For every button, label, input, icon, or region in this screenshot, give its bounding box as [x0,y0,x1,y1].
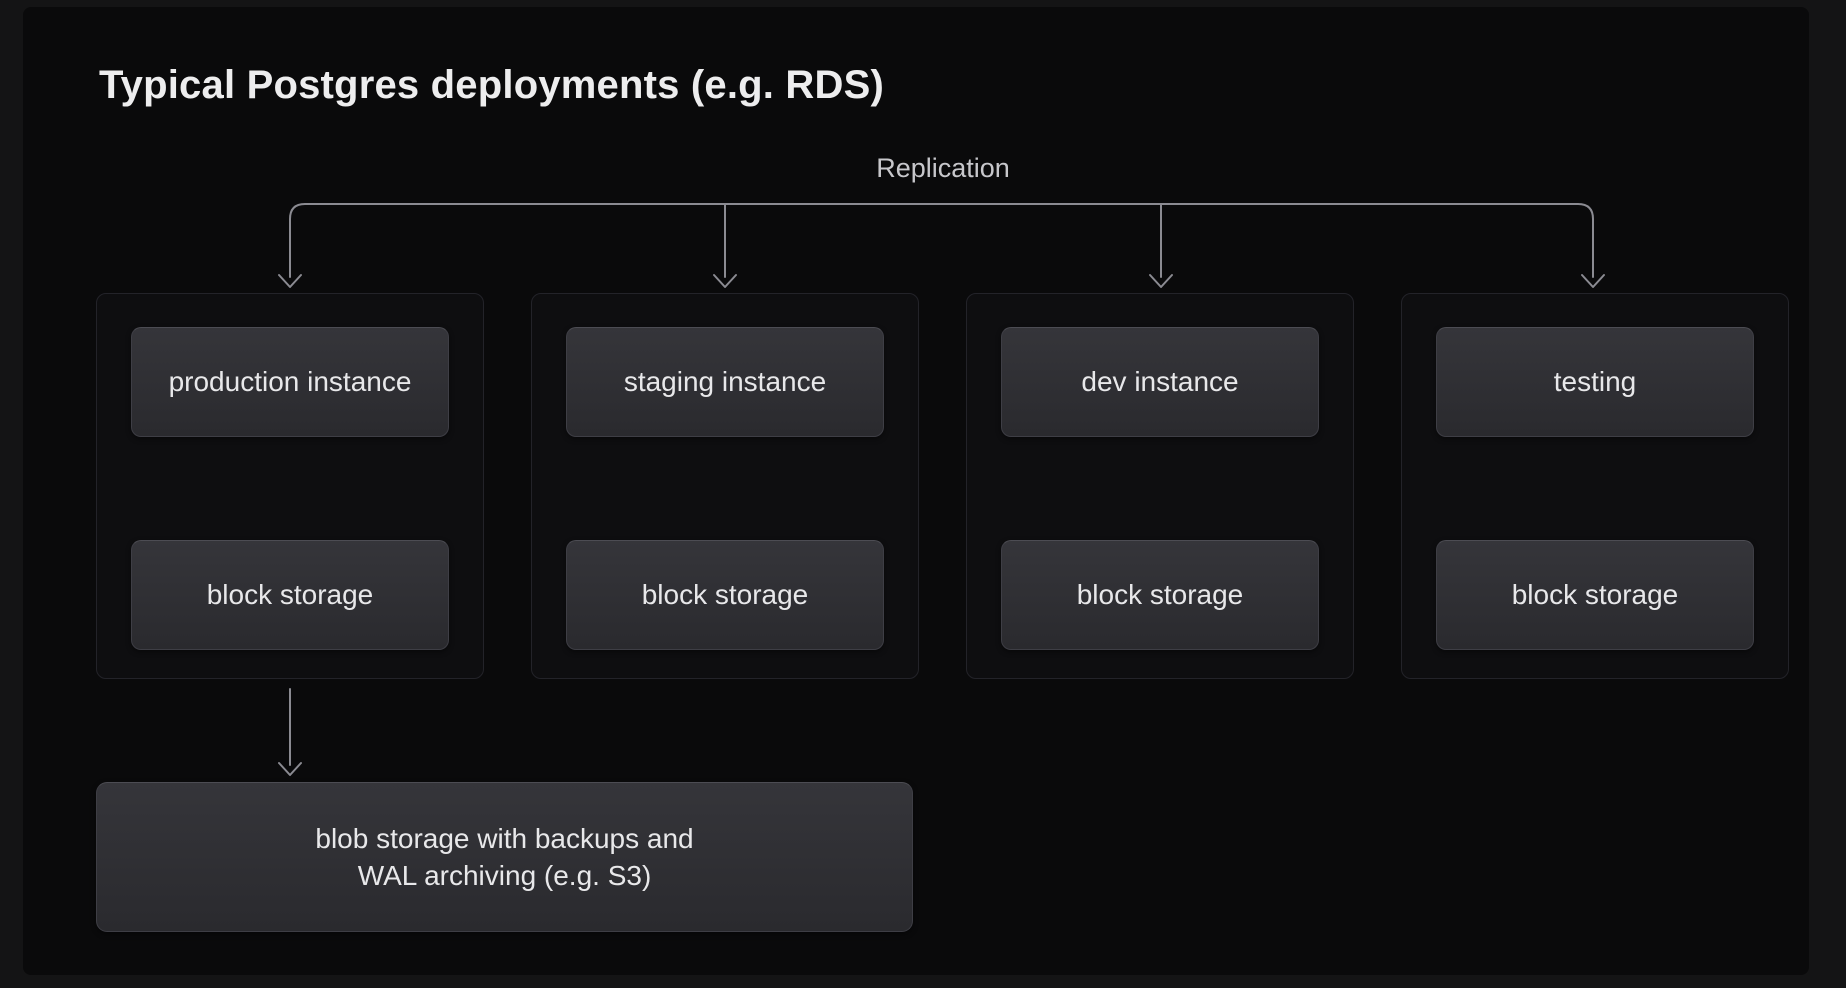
staging-instance-box: staging instance [566,327,884,437]
node-label: staging instance [623,366,827,398]
diagram-panel: Typical Postgres deployments (e.g. RDS) … [23,7,1809,975]
node-label: block storage [1511,579,1679,611]
group-testing: testing block storage [1401,293,1789,679]
replication-bracket-line [289,203,1594,278]
down-arrowhead-icon [278,274,302,288]
node-label: block storage [641,579,809,611]
group-dev: dev instance block storage [966,293,1354,679]
dev-block-storage-box: block storage [1001,540,1319,650]
node-label: block storage [1076,579,1244,611]
blob-storage-box: blob storage with backups and WAL archiv… [96,782,913,932]
down-arrowhead-icon [1581,274,1605,288]
diagram-title: Typical Postgres deployments (e.g. RDS) [99,63,885,107]
production-block-storage-box: block storage [131,540,449,650]
node-label: production instance [168,366,412,398]
group-staging: staging instance block storage [531,293,919,679]
blob-storage-label-line1: blob storage with backups and [315,823,694,854]
dev-instance-box: dev instance [1001,327,1319,437]
down-arrowhead-icon [278,762,302,776]
down-arrowhead-icon [1149,274,1173,288]
down-arrowhead-icon [713,274,737,288]
node-label: block storage [206,579,374,611]
group-production: production instance block storage [96,293,484,679]
testing-instance-box: testing [1436,327,1754,437]
blob-storage-label-line2: WAL archiving (e.g. S3) [357,860,652,891]
replication-label: Replication [876,153,1010,183]
testing-block-storage-box: block storage [1436,540,1754,650]
staging-block-storage-box: block storage [566,540,884,650]
node-label: testing [1553,366,1637,398]
node-label: dev instance [1081,366,1239,398]
production-instance-box: production instance [131,327,449,437]
